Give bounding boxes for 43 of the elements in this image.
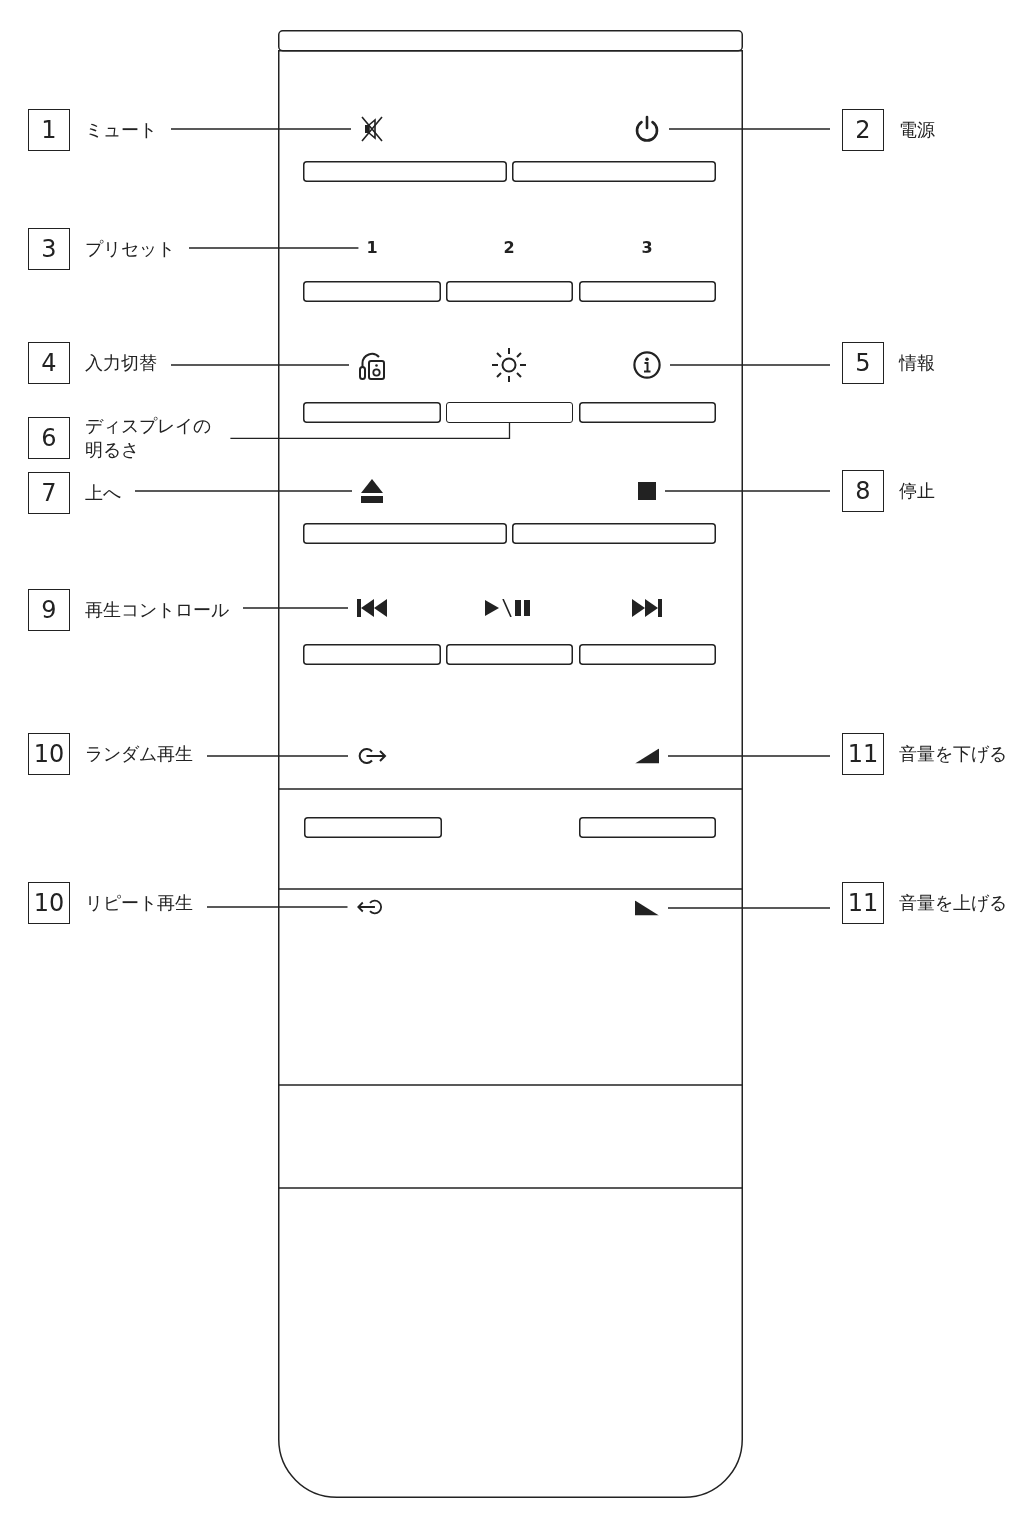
callout-label: リピート再生 (85, 890, 193, 915)
callout-label: 音量を下げる (899, 741, 1007, 766)
leader-line (170, 128, 352, 130)
leader-line (188, 247, 360, 249)
leader-line (229, 422, 511, 439)
leader-line (667, 907, 831, 909)
callout-number: 5 (842, 342, 884, 384)
callout-number: 6 (28, 417, 70, 460)
callout-label: ディスプレイの明るさ (85, 414, 212, 463)
callout-number: 11 (842, 733, 884, 775)
leader-line (170, 364, 350, 366)
callout-label: 入力切替 (85, 350, 157, 375)
callout-number: 10 (28, 733, 70, 775)
callout-label: 音量を上げる (899, 890, 1007, 915)
callout-label: 停止 (899, 478, 935, 503)
callout-number: 8 (842, 470, 884, 512)
leader-line (206, 906, 349, 908)
callout-number: 10 (28, 882, 70, 924)
callout-number: 11 (842, 882, 884, 924)
leader-line (242, 607, 349, 609)
callout-label: 電源 (899, 117, 935, 142)
leader-line (668, 128, 831, 130)
preset-number: 3 (641, 240, 653, 256)
callout-number: 7 (28, 472, 70, 514)
callout-number: 2 (842, 109, 884, 151)
callout-label: ランダム再生 (85, 741, 193, 766)
callout-label: ミュート (85, 117, 157, 142)
callout-number: 3 (28, 228, 70, 270)
leader-line (134, 490, 353, 492)
callout-label: プリセット (85, 236, 175, 261)
leader-line (664, 490, 831, 492)
remote-button (446, 402, 573, 423)
leader-line (667, 755, 831, 757)
leader-line (206, 755, 349, 757)
callout-label: 情報 (899, 350, 935, 375)
leader-line (669, 364, 831, 366)
callout-label: 上へ (85, 480, 121, 505)
preset-number: 1 (366, 240, 378, 256)
callout-label: 再生コントロール (85, 597, 229, 622)
callout-number: 4 (28, 342, 70, 384)
callout-number: 1 (28, 109, 70, 151)
preset-number: 2 (503, 240, 515, 256)
callout-number: 9 (28, 589, 70, 631)
